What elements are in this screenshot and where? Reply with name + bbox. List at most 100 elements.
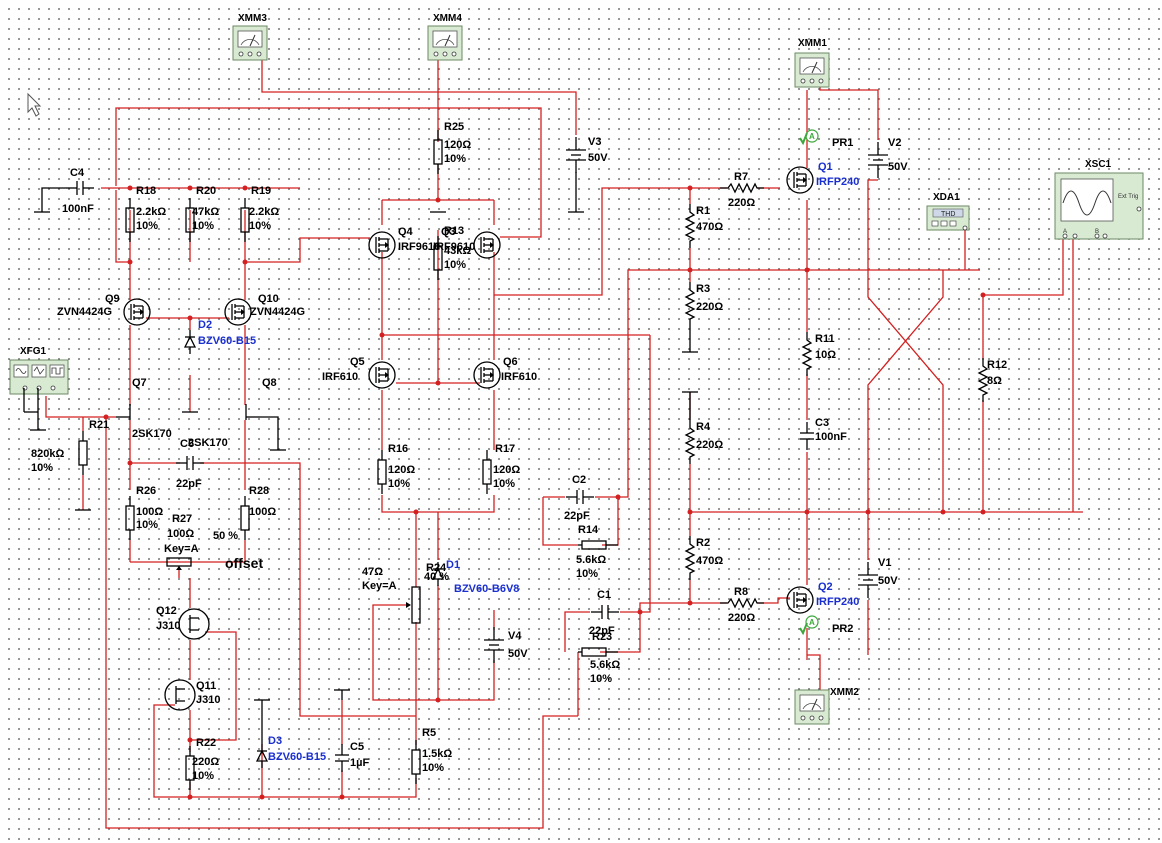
resistor-r7[interactable]: R7 220Ω <box>719 171 765 209</box>
svg-text:IRF9610: IRF9610 <box>433 241 475 253</box>
transistor-q4[interactable]: Q4 IRF9610 <box>368 226 440 259</box>
transistor-q5[interactable]: Q5 IRF610 <box>322 356 396 389</box>
svg-text:IRF9610: IRF9610 <box>398 241 440 253</box>
resistor-r1[interactable]: R1 470Ω <box>685 203 723 249</box>
svg-text:47kΩ: 47kΩ <box>192 206 219 218</box>
resistor-r23[interactable]: R23 5.6kΩ 10% <box>578 631 620 685</box>
capacitor-c2[interactable]: C2 22pF <box>564 474 595 522</box>
svg-text:XMM1: XMM1 <box>798 38 827 49</box>
svg-text:50V: 50V <box>878 575 898 587</box>
multimeter-xmm4[interactable]: XMM4 <box>427 13 463 61</box>
function-generator-xfg1[interactable]: XFG1 <box>9 346 69 395</box>
svg-text:120Ω: 120Ω <box>493 464 520 476</box>
resistor-r26[interactable]: R26 100Ω 10% <box>125 485 163 541</box>
potentiometer-r27[interactable]: R27 100Ω Key=A 50 % offset <box>164 513 263 571</box>
transistor-q9[interactable]: Q9 ZVN4424G <box>57 293 151 326</box>
svg-text:22pF: 22pF <box>176 478 202 490</box>
svg-text:100Ω: 100Ω <box>249 506 276 518</box>
svg-text:V4: V4 <box>508 630 522 642</box>
svg-text:220Ω: 220Ω <box>728 612 755 624</box>
svg-text:10%: 10% <box>192 220 214 232</box>
svg-text:5.6kΩ: 5.6kΩ <box>576 554 606 566</box>
zener-diode-d1[interactable]: D1 BZV60-B6V8 <box>432 559 519 595</box>
svg-text:2.2kΩ: 2.2kΩ <box>136 206 166 218</box>
capacitor-c6[interactable]: C6 22pF <box>175 438 205 490</box>
svg-text:43kΩ: 43kΩ <box>444 245 471 257</box>
mouse-cursor-icon <box>27 92 42 117</box>
capacitor-c5[interactable]: C5 1µF <box>334 741 369 773</box>
capacitor-c1[interactable]: C1 22pF <box>589 589 620 637</box>
resistor-r21[interactable]: R21 820kΩ 10% <box>31 419 109 476</box>
svg-text:Q9: Q9 <box>105 293 120 305</box>
svg-text:470Ω: 470Ω <box>696 555 723 567</box>
svg-text:R21: R21 <box>89 419 109 431</box>
multimeter-xmm3[interactable]: XMM3 <box>232 13 268 61</box>
distortion-analyzer-xda1[interactable]: XDA1 THD <box>926 192 970 231</box>
transistor-q12[interactable]: Q12 J310 <box>156 605 210 640</box>
capacitor-c4[interactable]: C4 100nF <box>62 167 95 215</box>
battery-v1[interactable]: V1 50V <box>857 557 898 599</box>
resistor-r8[interactable]: R8 220Ω <box>719 586 765 624</box>
transistor-q1[interactable]: Q1 IRFP240 <box>786 161 859 194</box>
resistor-r5[interactable]: R5 1.5kΩ 10% <box>411 727 452 785</box>
svg-text:R28: R28 <box>249 485 269 497</box>
resistor-r3[interactable]: R3 220Ω <box>685 281 723 327</box>
transistor-q11[interactable]: Q11 J310 <box>164 679 220 711</box>
transistor-q3[interactable]: Q3 IRF9610 <box>433 226 501 259</box>
probe-pr2[interactable]: A PR2 <box>799 615 853 636</box>
resistor-r19[interactable]: R19 2.2kΩ 10% <box>240 185 279 243</box>
svg-text:C5: C5 <box>350 741 364 753</box>
svg-text:J310: J310 <box>156 620 180 632</box>
svg-text:A: A <box>809 618 815 627</box>
transistor-q6[interactable]: Q6 IRF610 <box>473 356 537 389</box>
battery-v4[interactable]: V4 50V <box>483 626 528 664</box>
zener-diode-d3[interactable]: D3 BZV60-B15 <box>256 735 326 769</box>
svg-text:1µF: 1µF <box>350 757 369 769</box>
resistor-r20[interactable]: R20 47kΩ 10% <box>185 185 219 243</box>
svg-text:BZV60-B15: BZV60-B15 <box>198 335 256 347</box>
transistor-q2[interactable]: Q2 IRFP240 <box>786 581 859 614</box>
transistor-q10[interactable]: Q10 ZVN4424G <box>224 293 305 326</box>
svg-text:Q12: Q12 <box>156 605 177 617</box>
svg-text:220Ω: 220Ω <box>696 301 723 313</box>
svg-text:XSC1: XSC1 <box>1085 159 1112 170</box>
svg-text:820kΩ: 820kΩ <box>31 448 64 460</box>
svg-text:C3: C3 <box>815 417 829 429</box>
probe-pr1[interactable]: A PR1 <box>799 129 853 149</box>
resistor-r13[interactable]: R13 43kΩ 10% <box>433 225 471 281</box>
svg-text:R3: R3 <box>696 283 710 295</box>
svg-text:D1: D1 <box>446 559 460 571</box>
resistor-r22[interactable]: R22 220Ω 10% <box>185 737 219 791</box>
svg-text:IRF610: IRF610 <box>501 371 537 383</box>
resistor-r16[interactable]: R16 120Ω 10% <box>377 443 415 495</box>
oscilloscope-xsc1[interactable]: XSC1 Ext Trig A B <box>1054 159 1144 240</box>
battery-v3[interactable]: V3 50V <box>565 136 608 174</box>
resistor-r11[interactable]: R11 10Ω <box>802 331 836 377</box>
svg-text:8Ω: 8Ω <box>987 375 1002 387</box>
zener-diode-d2[interactable]: D2 BZV60-B15 <box>184 319 256 355</box>
resistor-r14[interactable]: R14 5.6kΩ 10% <box>576 524 618 580</box>
resistor-r25[interactable]: R25 120Ω 10% <box>433 121 471 175</box>
resistor-r17[interactable]: R17 120Ω 10% <box>482 443 520 495</box>
transistor-q7[interactable]: Q7 2SK170 <box>116 377 172 440</box>
ground-r3-icon <box>682 326 698 353</box>
resistor-r18[interactable]: R18 2.2kΩ 10% <box>125 185 166 243</box>
svg-text:2SK170: 2SK170 <box>188 437 228 449</box>
svg-text:Q7: Q7 <box>132 377 147 389</box>
resistor-r2[interactable]: R2 470Ω <box>685 535 723 581</box>
transistor-q8[interactable]: Q8 2SK170 <box>188 377 286 451</box>
multimeter-xmm2[interactable]: XMM2 <box>794 687 859 725</box>
svg-text:IRF610: IRF610 <box>322 371 358 383</box>
junction-dots <box>103 185 986 800</box>
capacitor-c3[interactable]: C3 100nF <box>799 417 847 451</box>
svg-text:50 %: 50 % <box>213 530 238 542</box>
battery-v2[interactable]: V2 50V <box>867 137 908 179</box>
multimeter-xmm1[interactable]: XMM1 <box>794 38 830 88</box>
resistor-r28[interactable]: R28 100Ω <box>240 485 276 541</box>
resistor-r12[interactable]: R12 8Ω <box>978 357 1007 403</box>
potentiometer-r24[interactable]: R24 47Ω Key=A 40 % <box>362 562 449 624</box>
svg-text:BZV60-B15: BZV60-B15 <box>268 751 326 763</box>
svg-text:10%: 10% <box>422 762 444 774</box>
resistor-r4[interactable]: R4 220Ω <box>685 419 723 465</box>
svg-text:1.5kΩ: 1.5kΩ <box>422 748 452 760</box>
